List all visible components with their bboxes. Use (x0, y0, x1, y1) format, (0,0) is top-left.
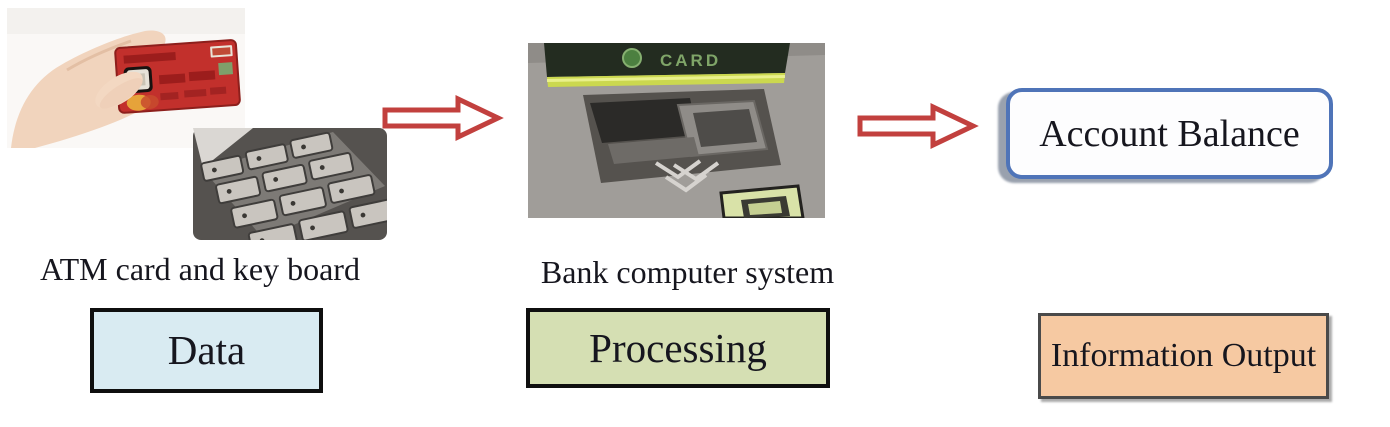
keypad-photo (193, 128, 387, 240)
information-output-label: Information Output (1050, 337, 1317, 374)
processing-box-label: Processing (589, 324, 767, 371)
arrow-right-icon (382, 95, 504, 141)
information-output-box: Information Output (1038, 313, 1329, 399)
card-panel: CARD (544, 43, 790, 87)
chevron-icons (654, 159, 720, 193)
account-balance-box: Account Balance (1006, 88, 1333, 179)
keypad-keys (200, 131, 387, 240)
atm-card-hand-photo (7, 8, 245, 148)
account-balance-label: Account Balance (1039, 112, 1300, 155)
caption-atm-card-keyboard: ATM card and key board (40, 251, 360, 287)
card-slot-label: CARD (660, 51, 721, 70)
arrow-right-icon (857, 103, 979, 149)
green-keypad-corner (719, 184, 805, 218)
processing-box: Processing (526, 308, 830, 388)
card-slot (583, 89, 781, 183)
data-box: Data (90, 308, 323, 393)
caption-bank-computer-system: Bank computer system (540, 254, 835, 290)
atm-card-slot-photo: CARD (528, 43, 825, 218)
thumb (95, 71, 143, 109)
data-box-label: Data (167, 327, 246, 373)
